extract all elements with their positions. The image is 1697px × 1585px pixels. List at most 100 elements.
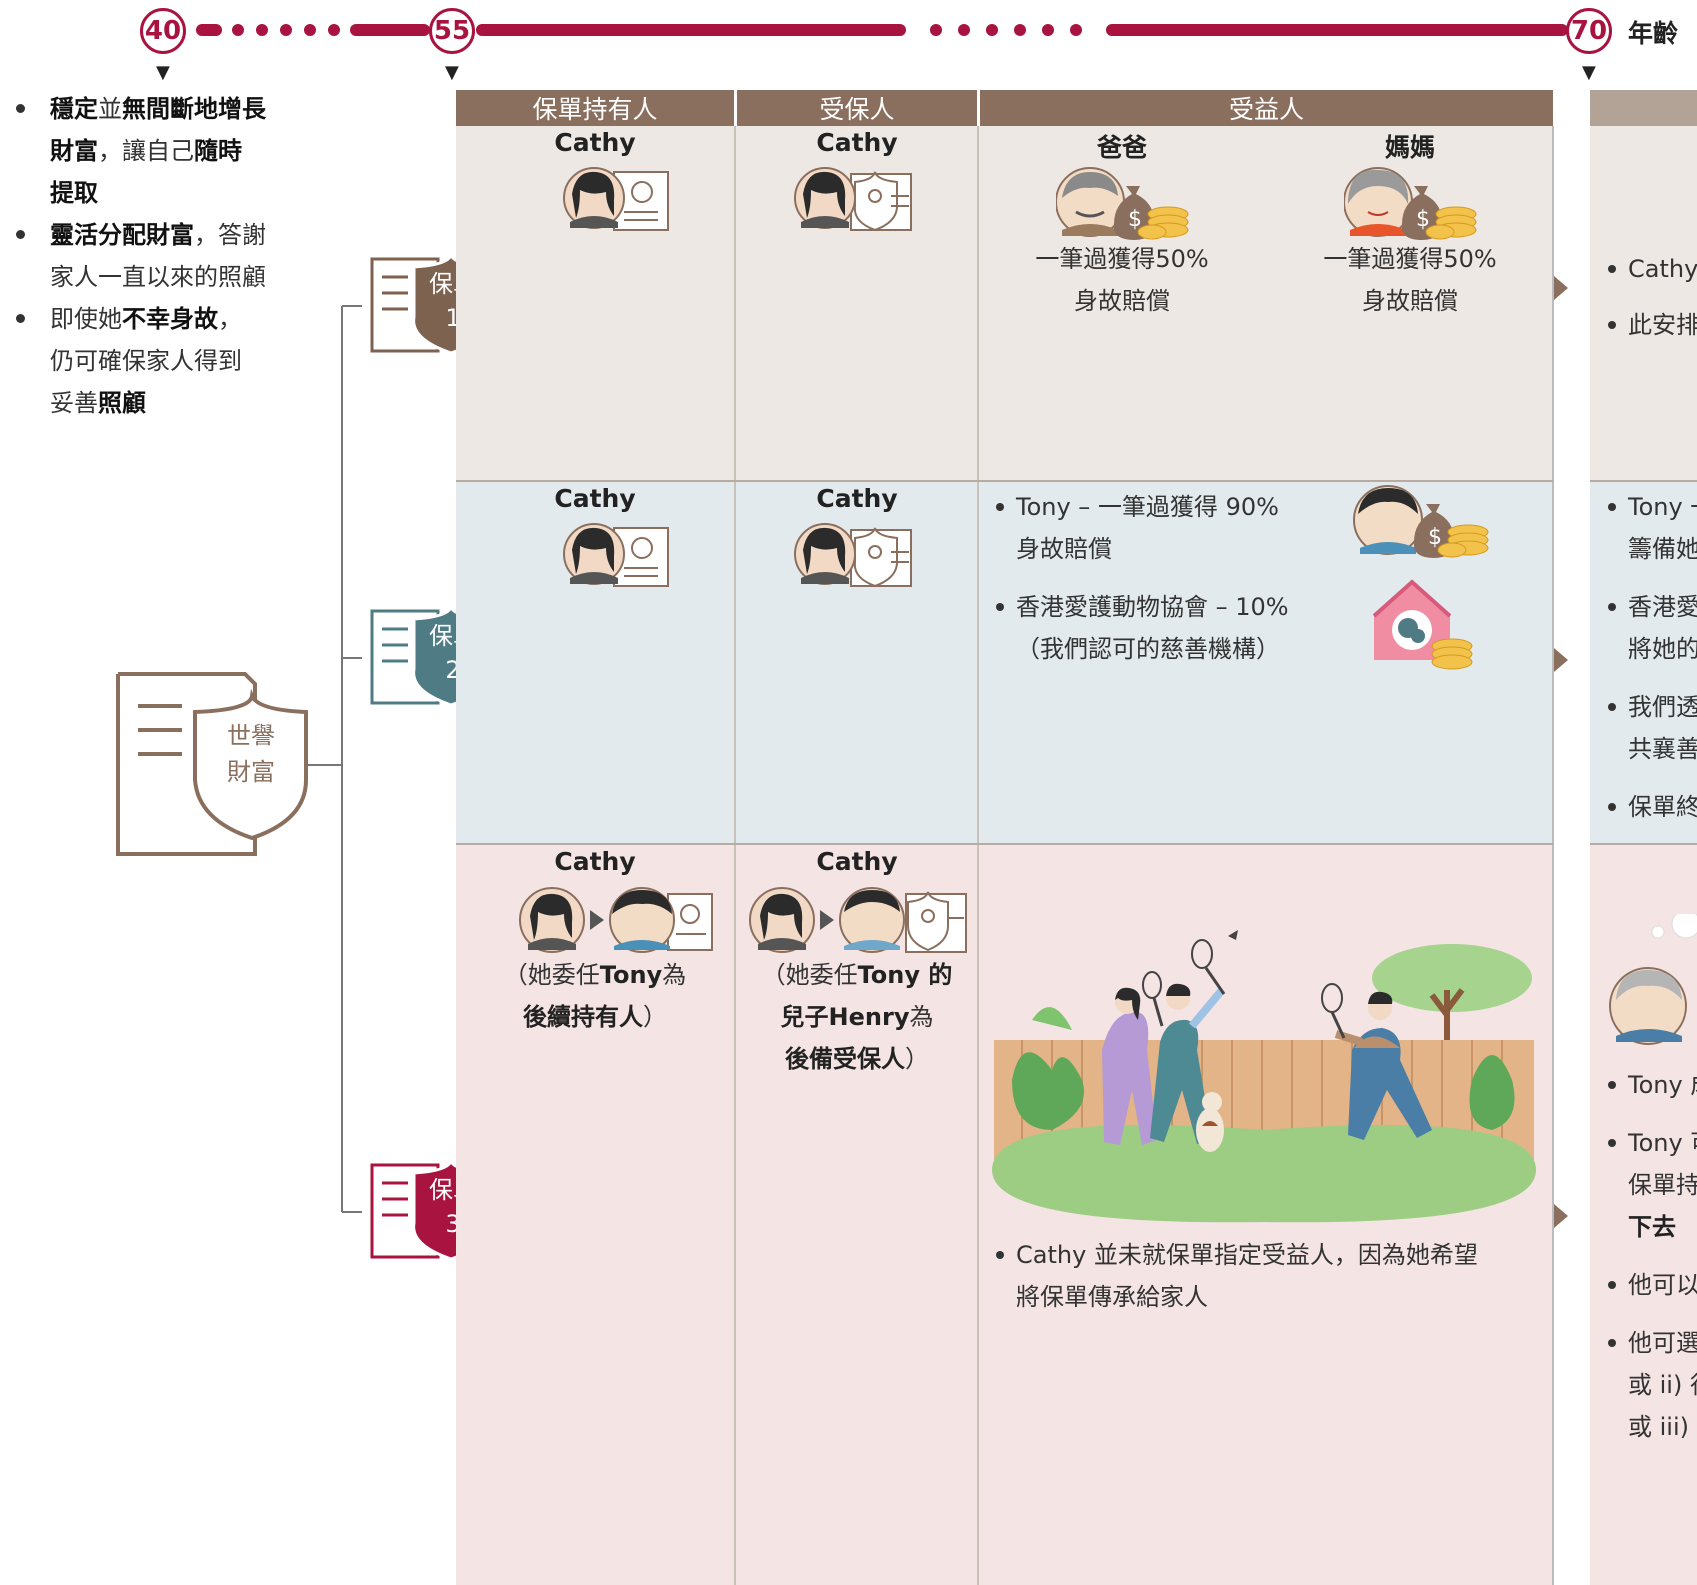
header-insured: 受保人 [737, 90, 977, 126]
note-item: 保單終 [1606, 786, 1697, 828]
beneficiary-item-tony: Tony – 一筆過獲得 90% 身故賠償 [994, 486, 1334, 570]
goal-text: 提取 [50, 179, 98, 207]
goal-item: 穩定並無間斷地增長 財富，讓自己隨時 提取 [12, 88, 302, 214]
goal-text: 穩定 [50, 95, 98, 123]
goal-text: 無間斷地增長 [122, 95, 266, 123]
note-line: 我們透 [1628, 693, 1697, 721]
row-3-beneficiary-note: Cathy 並未就保單指定受益人，因為她希望 將保單傳承給家人 [994, 1234, 1534, 1318]
column-divider [1552, 126, 1554, 1585]
timeline-dot [930, 24, 942, 36]
note-line: 他可選 [1628, 1329, 1697, 1357]
note-text: 為 [909, 1003, 934, 1031]
owner-succession-avatars-icon [519, 887, 713, 953]
note-line: 籌備她 [1628, 535, 1697, 563]
note-line: 香港愛 [1628, 593, 1697, 621]
right-row-3-notes: Tony 成 Tony 可 保單持 下去 他可以 他可選 或 ii) 行 或 i… [1606, 1064, 1697, 1448]
note-text: （她委任 [761, 961, 858, 989]
timeline-dot [304, 24, 316, 36]
row-3-insured-name: Cathy [816, 847, 898, 876]
mother-payout-text: 一筆過獲得50% 身故賠償 [1300, 238, 1520, 322]
timeline-dot [958, 24, 970, 36]
right-header-background [1590, 90, 1697, 126]
header-beneficiary: 受益人 [980, 90, 1553, 126]
note-text: （她委任 [503, 961, 600, 989]
beneficiary-line: 身故賠償 [1016, 535, 1112, 563]
down-triangle-icon: ▼ [445, 62, 459, 83]
note-line: Tony 可 [1628, 1129, 1697, 1157]
goal-text: 並 [98, 95, 122, 123]
timeline-dot [328, 24, 340, 36]
beneficiary-mother-name: 媽媽 [1384, 133, 1435, 162]
goal-item: 即使她不幸身故， 仍可確保家人得到 妥善照顧 [12, 298, 302, 424]
beneficiary-note-item: Cathy 並未就保單指定受益人，因為她希望 將保單傳承給家人 [994, 1234, 1534, 1318]
timeline-bar [350, 24, 430, 36]
note-item: Tony 可 保單持 下去 [1606, 1122, 1697, 1248]
row-2-beneficiary-list: Tony – 一筆過獲得 90% 身故賠償 香港愛護動物協會 – 10% （我們… [994, 486, 1334, 670]
note-text: 兒子 [780, 1003, 829, 1031]
svg-text:$: $ [1416, 207, 1430, 232]
right-row-2-notes: Tony 一 籌備她 香港愛 將她的 我們透 共襄善 保單終 [1606, 486, 1697, 828]
note-line: 或 ii) 行 [1628, 1371, 1697, 1399]
note-item: 他可以 [1606, 1264, 1697, 1306]
row-3-owner-name: Cathy [554, 847, 636, 876]
tony-avatar-money-icon: $ [1353, 485, 1489, 558]
timeline-bar [196, 24, 222, 36]
father-avatar-money-icon: $ [1056, 167, 1189, 240]
beneficiary-note-line: 將保單傳承給家人 [1016, 1283, 1208, 1311]
goal-text: 仍可確保家人得到 [50, 347, 242, 375]
goal-text: 不幸身故 [122, 305, 218, 333]
row-divider [1590, 843, 1697, 845]
goal-text: 妥善 [50, 389, 98, 417]
woman-avatar-insured-icon [794, 523, 912, 588]
plan-name: 世譽 財富 [206, 718, 296, 790]
note-item: 香港愛 將她的 [1606, 586, 1697, 670]
timeline-dot [1042, 24, 1054, 36]
header-policy-owner: 保單持有人 [456, 90, 734, 126]
goal-text: 財富 [50, 137, 98, 165]
age-label: 年齡 [1628, 19, 1679, 48]
timeline-dot [256, 24, 268, 36]
column-divider [734, 126, 736, 1585]
note-item: 他可選 或 ii) 行 或 iii) 不 [1606, 1322, 1697, 1448]
note-text: ） [643, 1003, 667, 1031]
tree-connector [308, 305, 362, 1213]
insured-note-line: 後備受保人） [737, 1038, 977, 1080]
arrow-right-icon [1554, 648, 1568, 672]
note-line: 保單持 [1628, 1171, 1697, 1199]
beneficiary-line: （我們認可的慈善機構） [1016, 635, 1280, 663]
arrow-right-icon [1554, 1204, 1568, 1228]
goal-item: 靈活分配財富，答謝 家人一直以來的照顧 [12, 214, 302, 298]
note-line: 下去 [1628, 1213, 1676, 1241]
owner-note-line: 後續持有人） [456, 996, 734, 1038]
column-divider [977, 126, 979, 1585]
elderly-man-thinking-icon [1609, 914, 1697, 1045]
note-item: 此安排 [1606, 304, 1697, 346]
note-line: Tony 一 [1628, 493, 1697, 521]
row-1-owner-name: Cathy [554, 128, 636, 157]
note-line: 共襄善 [1628, 735, 1697, 763]
father-payout-text: 一筆過獲得50% 身故賠償 [1012, 238, 1232, 322]
timeline-dot [280, 24, 292, 36]
goal-text: 即使她 [50, 305, 122, 333]
svg-text:$: $ [1428, 525, 1442, 550]
owner-note-line: （她委任Tony為 [456, 954, 734, 996]
note-text: 後備受保人 [785, 1045, 905, 1073]
timeline-dot [1014, 24, 1026, 36]
note-line: 將她的 [1628, 635, 1697, 663]
goal-text: ，讓自己 [98, 137, 194, 165]
beneficiary-note-line: Cathy 並未就保單指定受益人，因為她希望 [1016, 1241, 1478, 1269]
family-badminton-illustration [992, 930, 1536, 1223]
right-row-2-background [1590, 481, 1697, 844]
goal-text: 照顧 [98, 389, 146, 417]
plan-name-line: 世譽 [227, 722, 275, 750]
note-item: 我們透 共襄善 [1606, 686, 1697, 770]
woman-avatar-insured-icon [794, 167, 912, 232]
goal-text: ， [218, 305, 242, 333]
goal-text: 靈活分配財富 [50, 221, 194, 249]
down-triangle-icon: ▼ [156, 62, 170, 83]
age-marker-40: 40 [140, 8, 186, 54]
timeline-dot [986, 24, 998, 36]
payout-line: 身故賠償 [1362, 287, 1458, 315]
goals-list: 穩定並無間斷地增長 財富，讓自己隨時 提取 靈活分配財富，答謝 家人一直以來的照… [12, 88, 302, 424]
beneficiary-father-name: 爸爸 [1096, 133, 1147, 162]
